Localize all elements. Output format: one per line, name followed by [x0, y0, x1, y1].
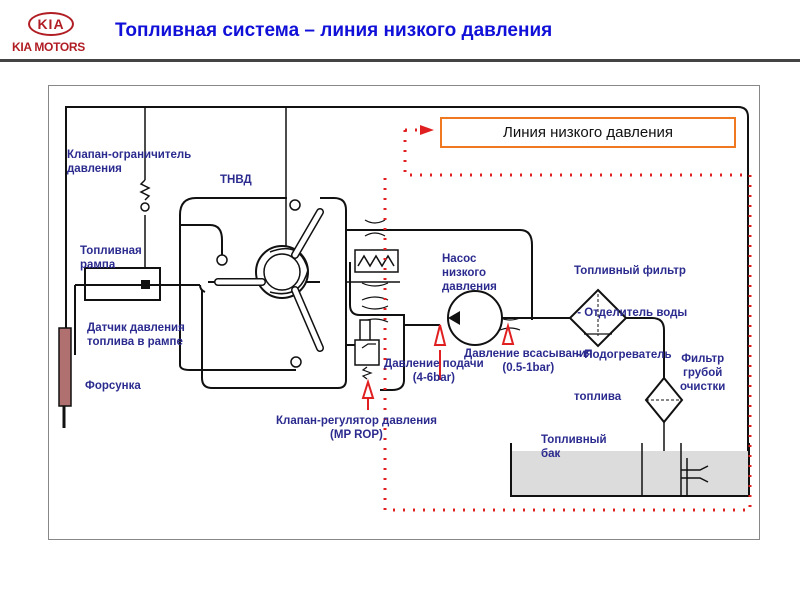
- label-line: давления: [67, 163, 122, 175]
- kia-logo-text: KIA MOTORS: [12, 40, 86, 54]
- kia-logo-mark: KIA: [28, 12, 74, 36]
- label-line: Фильтр: [681, 353, 725, 365]
- fuel-filter: [568, 288, 628, 348]
- label-line: Топливная: [80, 245, 142, 257]
- label-coarse-filter: Фильтр грубой очистки: [680, 352, 725, 394]
- label-fuel-filter: Топливный фильтр - Отделитель воды - Под…: [574, 236, 687, 418]
- fuel-heater: [354, 249, 399, 273]
- label-line: Давление всасывания: [464, 348, 593, 360]
- label-line: Давление подачи: [384, 358, 484, 370]
- fuel-tank: [510, 443, 750, 497]
- label-line: очистки: [680, 381, 726, 393]
- low-pressure-boundary: [383, 128, 752, 512]
- injector: [58, 327, 72, 407]
- label-limiter-valve: Клапан-ограничитель давления: [67, 148, 191, 176]
- label-line: (4-6bar): [412, 372, 455, 384]
- label-fuel-tank: Топливный бак: [541, 433, 607, 461]
- label-line: давления: [442, 281, 497, 293]
- label-line: - Подогреватель: [574, 349, 672, 361]
- header-divider: [0, 59, 800, 62]
- label-line: Топливный: [541, 434, 607, 446]
- label-lp-pump: Насос низкого давления: [442, 252, 497, 294]
- label-suction-pressure: Давление всасывания (0.5-1bar): [464, 347, 593, 375]
- label-regulator: Клапан-регулятор давления (MP ROP): [276, 414, 437, 442]
- label-line: топлива: [574, 391, 622, 403]
- label-line: - Отделитель воды: [574, 307, 688, 319]
- kia-logo: KIA KIA MOTORS: [8, 12, 100, 56]
- diagram-frame: [48, 85, 760, 540]
- label-line: Клапан-регулятор давления: [276, 415, 437, 427]
- spring-icon: [139, 179, 151, 201]
- label-line: (0.5-1bar): [502, 362, 555, 374]
- label-line: Датчик давления: [87, 322, 185, 334]
- label-rail-sensor: Датчик давления топлива в рампе: [87, 321, 185, 349]
- limiter-ball: [140, 202, 150, 212]
- label-line: рампа: [80, 259, 116, 271]
- label-line: грубой: [683, 367, 723, 379]
- label-fuel-rail: Топливная рампа: [80, 244, 142, 272]
- label-line: (MP ROP): [330, 429, 383, 441]
- label-line: Клапан-ограничитель: [67, 149, 192, 161]
- label-line: низкого: [442, 267, 487, 279]
- label-hp-pump: ТНВД: [220, 174, 252, 186]
- label-line: Насос: [442, 253, 477, 265]
- fuel-level: [511, 451, 749, 497]
- label-line: Топливный фильтр: [574, 265, 686, 277]
- page-title: Топливная система – линия низкого давлен…: [115, 20, 553, 41]
- label-supply-pressure: Давление подачи (4-6bar): [384, 357, 484, 385]
- label-injector: Форсунка: [85, 380, 141, 392]
- label-line: бак: [541, 448, 561, 460]
- legend-low-pressure-line: Линия низкого давления: [440, 117, 736, 148]
- label-line: топлива в рампе: [87, 336, 183, 348]
- pressure-regulator: [359, 319, 371, 343]
- legend-arrow-icon: [420, 125, 434, 135]
